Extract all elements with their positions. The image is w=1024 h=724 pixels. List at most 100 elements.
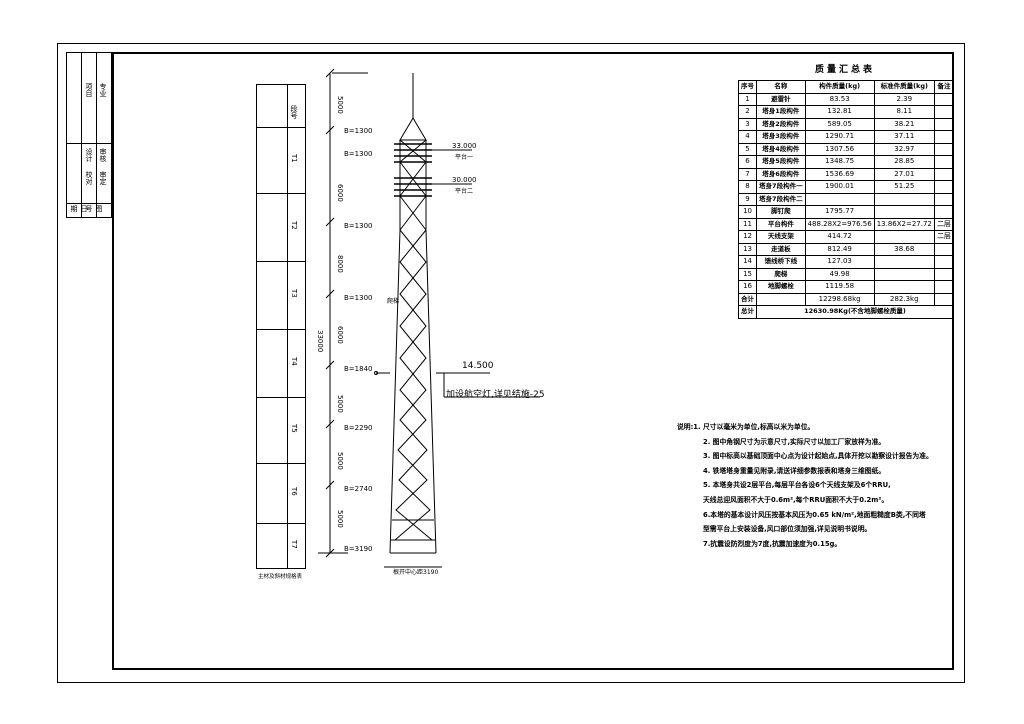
table-cell: 32.97: [873, 142, 935, 156]
title-block-label: 项目: [85, 83, 93, 97]
segment-label: T1: [290, 154, 298, 163]
table-cell: 27.01: [873, 167, 935, 181]
table-cell: 28.85: [873, 155, 935, 169]
note-line: 6.本塔的基本设计风压按基本风压为0.65 kN/m²,地面粗糙度B类,不同塔: [703, 510, 926, 519]
dimension-segment: 6000: [336, 326, 344, 344]
table-cell: [873, 255, 935, 269]
table-cell: 塔身3段构件: [756, 130, 806, 144]
note-line: 型需平台上安装设备,风口部位须加强,详见说明书说明。: [703, 525, 872, 534]
note-line: 5. 本塔身共设2层平台,每层平台各设6个天线支架及6个RRU,: [703, 481, 891, 490]
title-block-label: 专业: [99, 83, 107, 97]
drawing-outer-frame: [57, 43, 965, 683]
dimension-tick: [325, 289, 335, 299]
segment-label: T2: [290, 221, 298, 230]
table-cell: [873, 280, 935, 294]
dimension-segment: 5000: [336, 96, 344, 114]
table-cell: 走道板: [756, 242, 806, 256]
dimension-tick: [325, 419, 335, 429]
table-cell: 132.81: [804, 105, 875, 119]
table-cell: 49.98: [804, 267, 875, 281]
header-cell: 序号: [737, 80, 758, 94]
table-cell: [933, 192, 955, 206]
total-row: 总计 12630.98Kg(不含地脚螺栓质量): [737, 305, 954, 319]
table-cell: 1900.01: [804, 180, 875, 194]
platform-level: 30.000: [452, 176, 477, 184]
width-label: B=2290: [344, 424, 373, 432]
table-cell: [933, 105, 955, 119]
table-cell: 塔身5段构件: [756, 155, 806, 169]
dimension-segment: 5000: [336, 395, 344, 413]
subtotal-row: 合计 12298.68kg 282.3kg: [737, 292, 955, 306]
table-cell: 爬梯: [756, 267, 806, 281]
dimension-tick: [325, 548, 335, 558]
light-level: 14.500: [462, 361, 494, 371]
table-cell: 83.53: [804, 92, 875, 106]
table-cell: [804, 192, 875, 206]
table-cell: [873, 230, 935, 244]
header-cell: 备注: [933, 80, 955, 94]
table-cell: 避雷针: [756, 92, 806, 106]
dimension-segment: 5000: [336, 510, 344, 528]
table-cell: 9: [737, 192, 758, 206]
table-cell: 塔身1段构件: [756, 105, 806, 119]
table-cell: 1348.75: [804, 155, 875, 169]
table-cell: 5: [737, 142, 758, 156]
table-cell: 1795.77: [804, 205, 875, 219]
table-cell: [873, 267, 935, 281]
table-cell: [933, 130, 955, 144]
table-cell: 平台构件: [756, 217, 806, 231]
segment-label: T7: [290, 539, 298, 549]
table-cell: 塔身7段构件二: [756, 192, 806, 206]
table-cell: 7: [737, 167, 758, 181]
table-cell: 12: [737, 230, 758, 244]
table-cell: 488.28X2=976.56: [804, 217, 875, 231]
segment-label: T4: [290, 357, 298, 366]
table-cell: [933, 255, 955, 269]
light-note: 加设航空灯,详见结施-25: [446, 390, 545, 400]
note-line: 4. 铁塔塔身重量见附录,请送详细参数报表和塔身三维图纸。: [703, 466, 886, 475]
table-cell: 13.86X2=27.72: [873, 217, 935, 231]
width-label: B=3190: [344, 545, 373, 553]
table-cell: [933, 142, 955, 156]
subtotal-members: 12298.68kg: [804, 292, 875, 306]
width-label: B=1300: [344, 150, 373, 158]
table-cell: 地脚螺栓: [756, 280, 806, 294]
table-header-row: 序号 名称 构件质量(kg) 标准件质量(kg) 备注: [737, 80, 955, 94]
table-cell: 812.49: [804, 242, 875, 256]
table-cell: 10: [737, 205, 758, 219]
note-line: 3. 图中标高以基础顶面中心点为设计起始点,具体开挖以勘察设计报告为准。: [703, 452, 933, 461]
table-cell: [933, 180, 955, 194]
header-cell: 名称: [756, 80, 806, 94]
section-table-header: 段号: [290, 105, 298, 119]
total-label: 总计: [737, 305, 758, 319]
dimension-tick: [325, 68, 335, 78]
table-cell: 589.05: [804, 117, 875, 131]
subtotal-standard: 282.3kg: [873, 292, 935, 306]
table-cell: 2.39: [873, 92, 935, 106]
drawing-inner-frame: [112, 52, 954, 670]
table-cell: 二层: [933, 230, 955, 244]
title-block: 设计 校对 审核 审定 日期 图号 项目 专业: [66, 52, 112, 218]
table-cell: 1: [737, 92, 758, 106]
total-value: 12630.98Kg(不含地脚螺栓质量): [756, 305, 954, 319]
table-cell: 8.11: [873, 105, 935, 119]
title-block-label: 审定: [99, 171, 107, 185]
table-cell: 塔身2段构件: [756, 117, 806, 131]
table-cell: 二层: [933, 217, 955, 231]
table-cell: 4: [737, 130, 758, 144]
ladder-label: 爬梯: [387, 298, 400, 305]
table-cell: 8: [737, 180, 758, 194]
table-cell: 38.68: [873, 242, 935, 256]
dimension-tick: [325, 125, 335, 135]
